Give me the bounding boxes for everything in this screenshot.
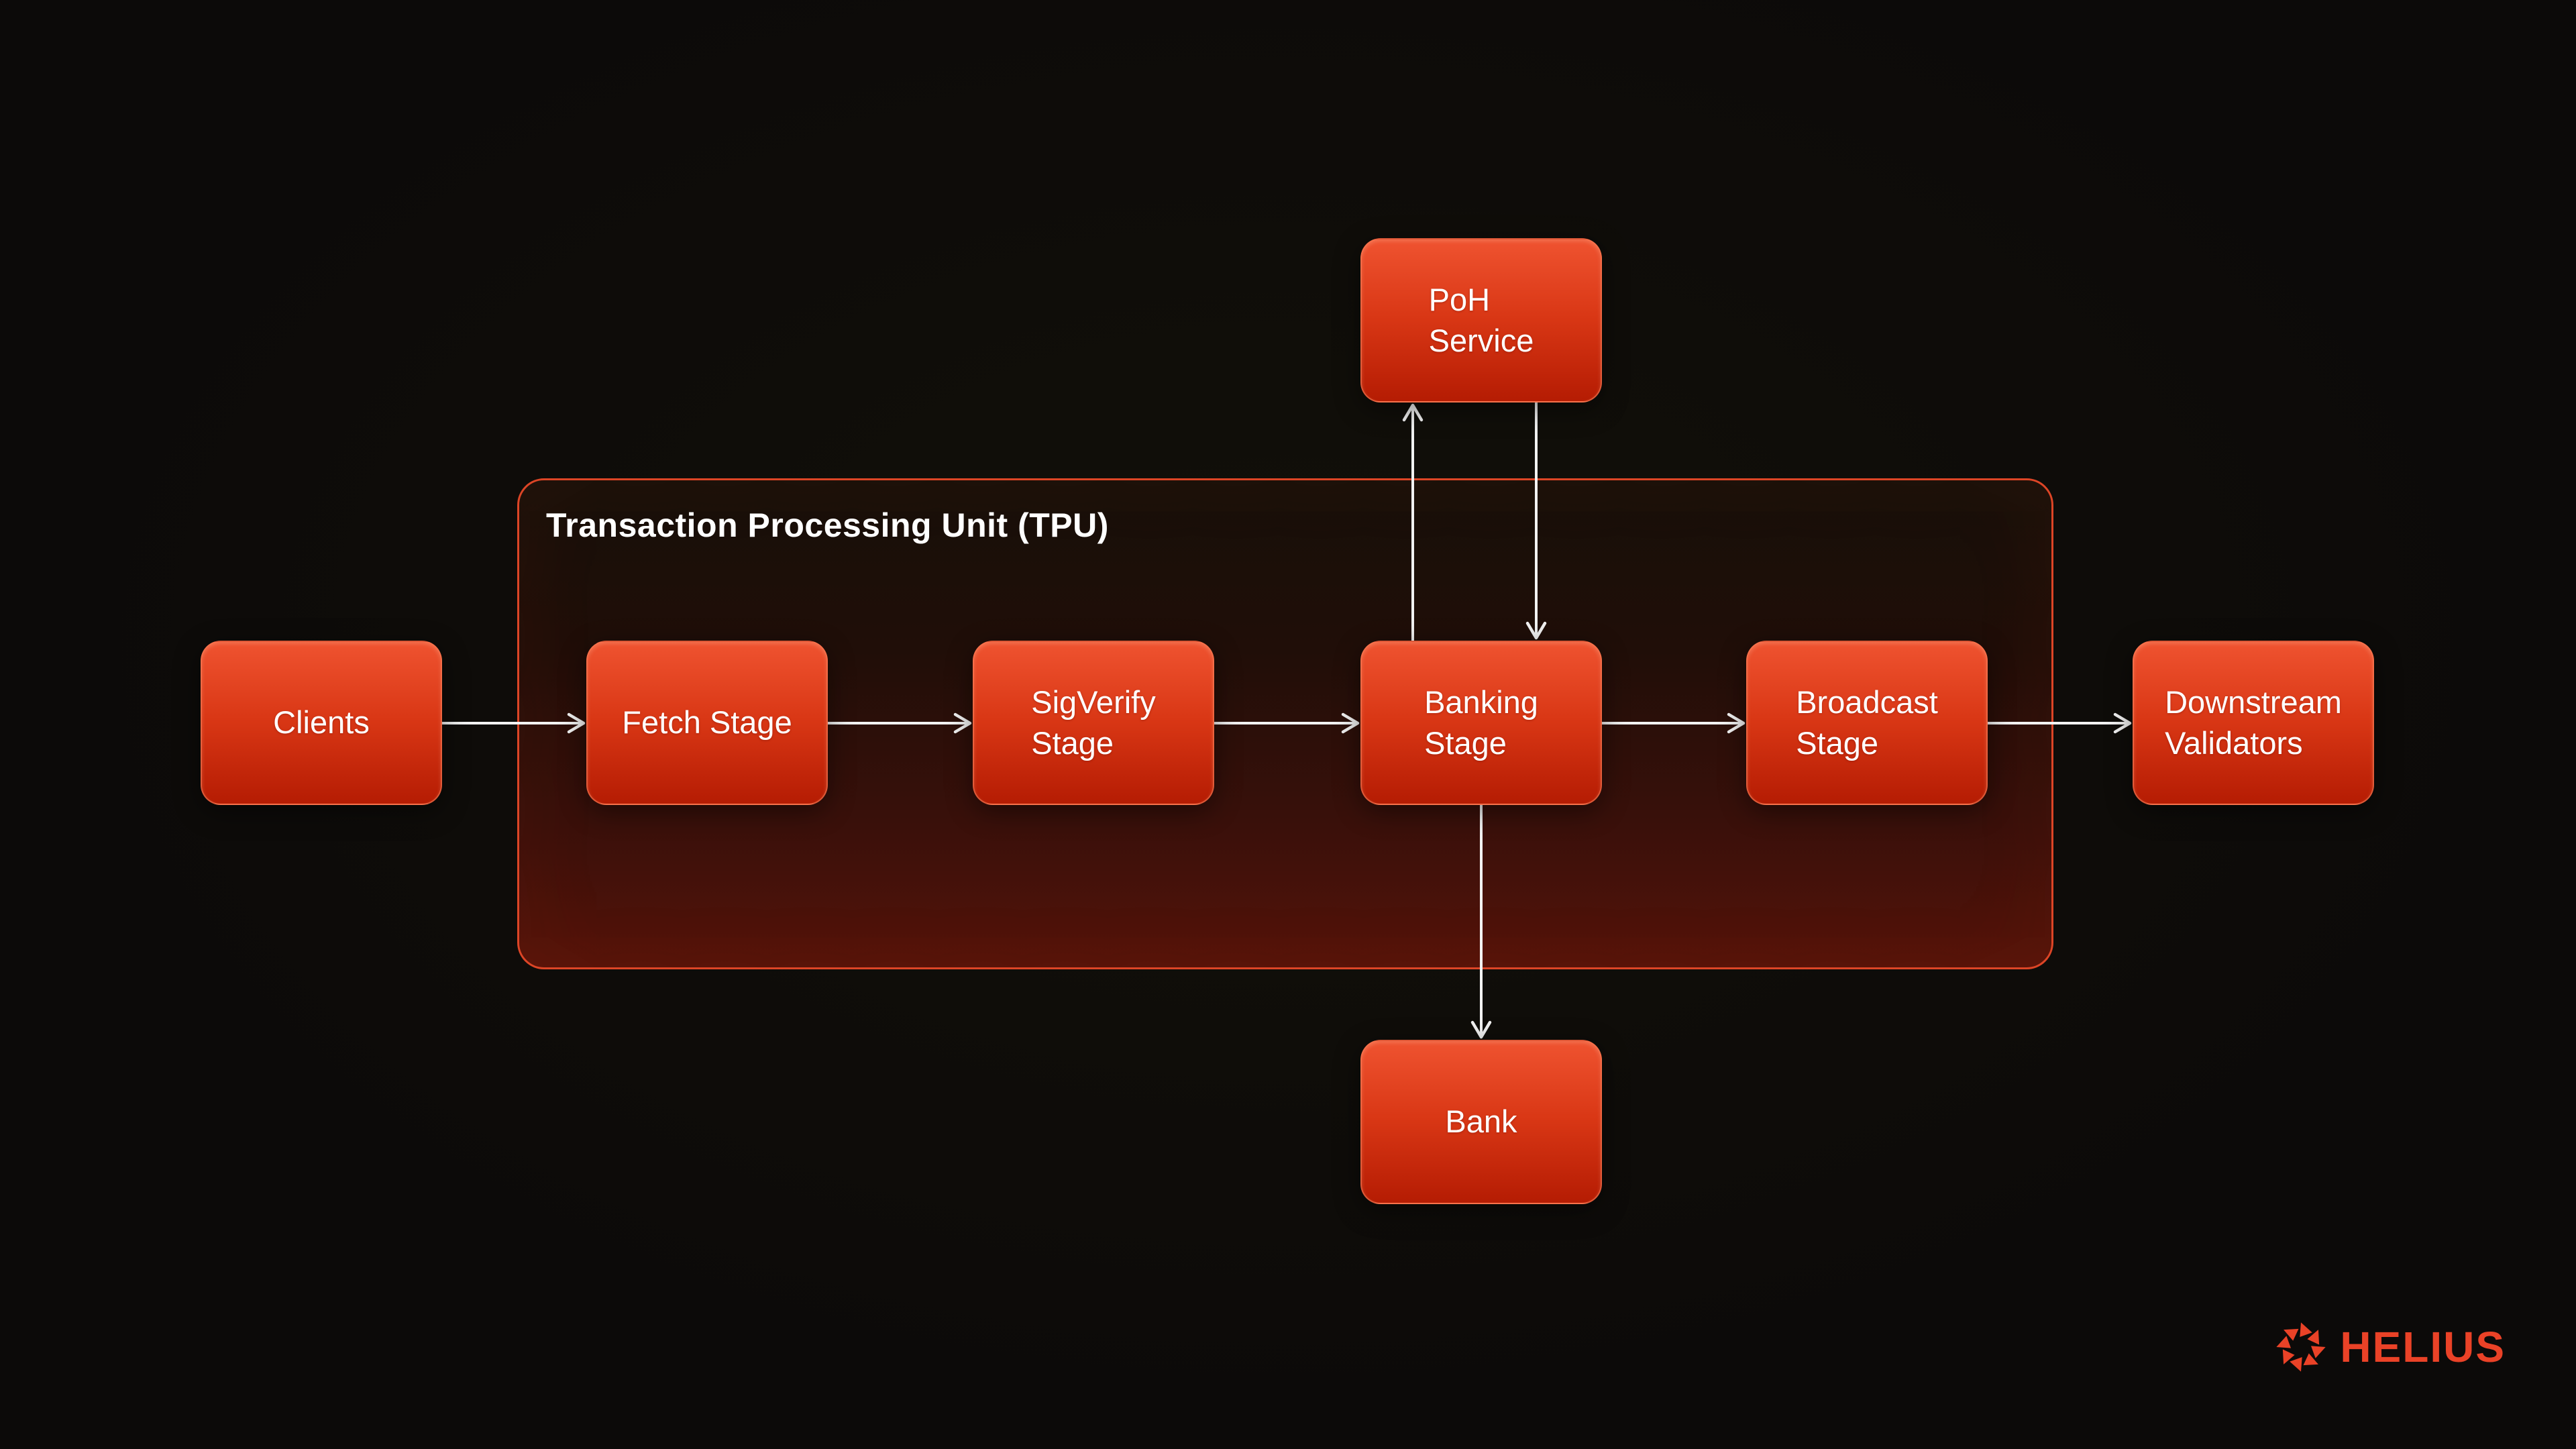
node-banking-stage: Banking Stage [1360,641,1602,805]
node-fetch-stage-label: Fetch Stage [622,704,792,741]
node-fetch-stage: Fetch Stage [586,641,828,805]
node-clients: Clients [201,641,442,805]
helius-logo-icon [2276,1322,2326,1372]
tpu-title: Transaction Processing Unit (TPU) [546,506,1109,544]
helius-logo-text: HELIUS [2340,1323,2506,1371]
node-sigverify-stage: SigVerify Stage [973,641,1214,805]
node-clients-label: Clients [273,704,370,741]
node-broadcast-stage: Broadcast Stage [1746,641,1988,805]
node-banking-stage-label: Banking Stage [1424,684,1538,761]
node-bank-label: Bank [1445,1104,1517,1140]
node-downstream-validators-label: Downstream Validators [2165,684,2342,761]
node-bank: Bank [1360,1040,1602,1204]
node-poh-service-label: PoH Service [1428,282,1534,358]
node-broadcast-stage-label: Broadcast Stage [1796,684,1938,761]
node-sigverify-stage-label: SigVerify Stage [1031,684,1156,761]
helius-logo: HELIUS [2274,1319,2506,1375]
node-poh-service: PoH Service [1360,238,1602,402]
node-downstream-validators: Downstream Validators [2133,641,2374,805]
